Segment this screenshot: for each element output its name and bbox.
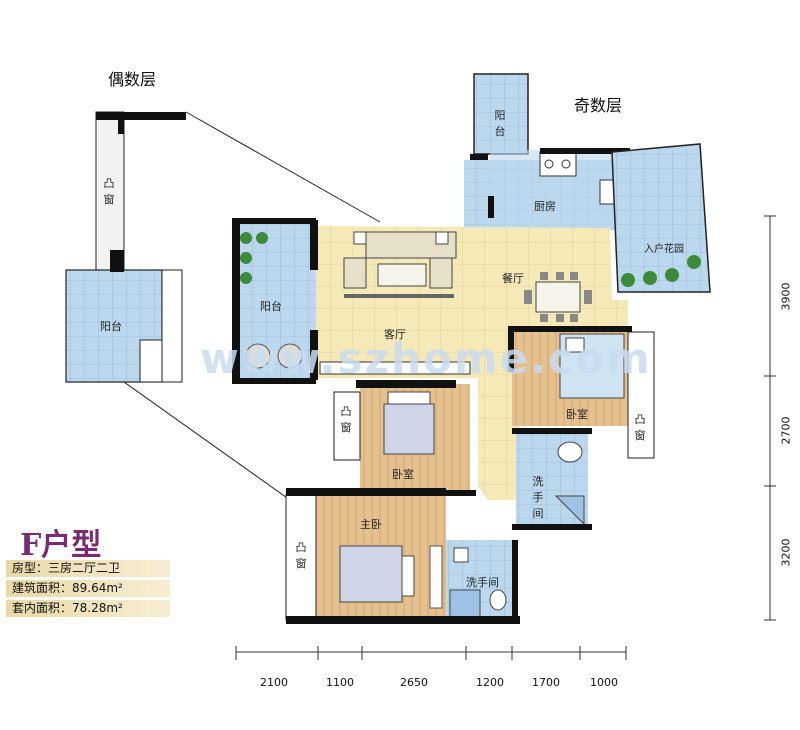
dimension-lines — [235, 215, 776, 660]
dim-h-5: 1700 — [532, 676, 560, 689]
dining-label: 餐厅 — [502, 272, 524, 285]
balcony-label: 阳台 — [260, 300, 282, 313]
master-bedroom — [285, 488, 446, 624]
bay-window-label-right: 凸窗 — [634, 413, 646, 442]
dim-v-1: 3900 — [779, 282, 793, 311]
dim-h-3: 2650 — [400, 676, 428, 689]
master-bedroom-label: 主卧 — [360, 518, 382, 531]
living-furniture — [319, 231, 471, 375]
bedroom-middle — [333, 380, 476, 496]
dim-h-1: 2100 — [260, 676, 288, 689]
net-area-row: 套内面积：78.28m² — [6, 600, 170, 617]
living-label: 客厅 — [384, 328, 406, 341]
master-bathroom — [446, 540, 520, 624]
bedroom-right-label: 卧室 — [566, 408, 588, 421]
even-floor-inset — [65, 111, 381, 501]
dim-v-3: 3200 — [779, 538, 793, 567]
unit-info: 房型：三房二厅二卫 建筑面积：89.64m² 套内面积：78.28m² — [6, 560, 170, 620]
bay-window-label-middle: 凸窗 — [340, 405, 352, 434]
balcony-label-north: 阳台 — [494, 109, 506, 138]
bathroom-right-label: 洗手间 — [532, 475, 544, 520]
entry-garden — [611, 143, 711, 293]
dim-h-4: 1200 — [476, 676, 504, 689]
balcony-label-even: 阳台 — [100, 320, 122, 333]
bay-window-label-master: 凸窗 — [295, 541, 307, 570]
unit-title: F户型 — [20, 528, 102, 563]
entry-garden-label: 入户花园 — [644, 244, 684, 255]
bay-window-label-even: 凸窗 — [103, 177, 115, 206]
dim-h-6: 1000 — [590, 676, 618, 689]
bedroom-middle-label: 卧室 — [392, 468, 414, 481]
kitchen-label: 厨房 — [534, 200, 556, 213]
bathroom-right — [512, 428, 592, 530]
master-bathroom-label: 洗手间 — [466, 576, 499, 589]
odd-floor-label: 奇数层 — [574, 96, 623, 115]
layout-row: 房型：三房二厅二卫 — [6, 560, 170, 577]
watermark: www.szhome.com — [200, 334, 652, 383]
dim-h-2: 1100 — [326, 676, 354, 689]
dining-set — [524, 272, 592, 322]
dim-v-2: 2700 — [779, 416, 793, 445]
bedroom-right — [508, 326, 655, 459]
gross-area-row: 建筑面积：89.64m² — [6, 580, 170, 597]
kitchen-block — [464, 73, 630, 230]
even-floor-label: 偶数层 — [108, 70, 157, 89]
